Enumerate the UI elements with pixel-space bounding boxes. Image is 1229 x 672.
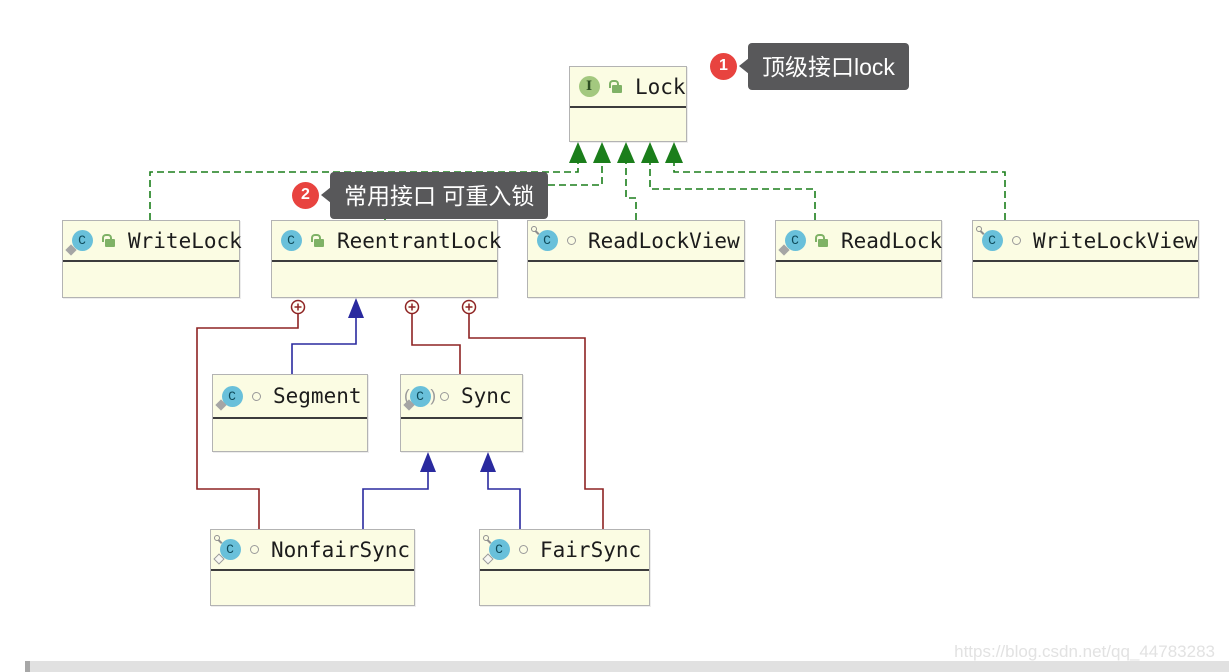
key-icon (531, 225, 541, 236)
abstract-static-class-icon: ( C ) (403, 385, 436, 411)
class-node-readlock[interactable]: C ReadLock (775, 220, 942, 298)
static-class-icon: C (215, 385, 243, 411)
extends-arrowheads (348, 298, 496, 472)
node-body (528, 262, 744, 297)
inner-class-anchor-icon (461, 299, 477, 315)
csdn-watermark: https://blog.csdn.net/qq_44783283 (954, 642, 1215, 661)
edge-fairsync-extends-sync[interactable] (487, 472, 521, 529)
package-private-visibility-icon (250, 545, 259, 554)
class-node-fairsync[interactable]: C FairSync (479, 529, 650, 606)
class-node-lock[interactable]: I Lock (569, 66, 687, 142)
callout-1-badge: 1 (710, 52, 737, 80)
node-body (973, 262, 1198, 297)
public-visibility-lock-icon (102, 233, 116, 248)
inner-class-anchor-icons (290, 299, 477, 315)
node-header: C Segment (213, 375, 367, 419)
class-name-label: NonfairSync (271, 537, 411, 562)
node-body (480, 571, 649, 605)
edge-inner-fairsync[interactable] (468, 314, 604, 529)
node-body (776, 262, 941, 297)
class-node-writelockview[interactable]: C WriteLockView (972, 220, 1199, 298)
class-name-label: Segment (273, 384, 362, 408)
node-header: C NonfairSync (211, 530, 414, 571)
edge-writelock-implements-lock[interactable] (149, 163, 579, 220)
static-class-icon: C (65, 230, 93, 256)
node-header: C ReadLockView (528, 221, 744, 262)
node-header: C FairSync (480, 530, 649, 571)
inner-class-anchor-icon (404, 299, 420, 315)
class-name-label: ReentrantLock (337, 228, 502, 253)
callout-1: 1 顶级接口lock (710, 42, 909, 90)
edge-readlock-implements-lock[interactable] (649, 163, 816, 220)
edge-inner-sync[interactable] (411, 314, 461, 374)
node-body (272, 262, 497, 297)
callout-2-badge: 2 (292, 181, 319, 209)
static-class-icon: C (482, 534, 510, 565)
edge-inner-nonfairsync[interactable] (196, 314, 299, 529)
class-name-label: ReadLockView (588, 228, 740, 253)
key-icon (214, 534, 224, 545)
callout-2-bubble: 常用接口 可重入锁 (320, 171, 549, 219)
package-private-visibility-icon (567, 236, 576, 245)
key-icon (483, 534, 493, 545)
package-private-visibility-icon (519, 545, 528, 554)
class-node-sync[interactable]: ( C ) Sync (400, 374, 523, 452)
node-header: I Lock (570, 67, 686, 108)
horizontal-scrollbar[interactable] (25, 661, 1229, 672)
node-body (213, 419, 367, 451)
node-header: ( C ) Sync (401, 375, 522, 419)
inner-class-anchor-icon (290, 299, 306, 315)
edge-readlockview-implements-lock[interactable] (625, 163, 637, 220)
node-body (401, 419, 522, 451)
edge-nonfairsync-extends-sync[interactable] (362, 472, 429, 529)
class-name-label: Lock (635, 74, 686, 99)
callout-1-bubble: 顶级接口lock (739, 42, 909, 90)
node-header: C ReentrantLock (272, 221, 501, 262)
class-name-label: WriteLockView (1033, 228, 1198, 253)
node-header: C WriteLockView (973, 221, 1198, 262)
node-body (570, 108, 686, 141)
package-private-visibility-icon (252, 391, 261, 401)
class-node-nonfairsync[interactable]: C NonfairSync (210, 529, 415, 606)
node-body (211, 571, 414, 605)
public-visibility-lock-icon (311, 233, 325, 248)
static-class-icon: C (778, 230, 806, 256)
class-icon: C (531, 225, 558, 252)
realization-arrowheads (569, 142, 683, 163)
node-body (63, 262, 239, 297)
class-node-readlockview[interactable]: C ReadLockView (527, 220, 745, 298)
class-name-label: Sync (461, 384, 512, 408)
class-icon: C (976, 225, 1003, 252)
class-name-label: FairSync (540, 537, 642, 562)
class-node-writelock[interactable]: C WriteLock (62, 220, 242, 298)
interface-icon: I (578, 76, 600, 98)
key-icon (976, 225, 986, 236)
static-class-icon: C (213, 534, 241, 565)
scrollbar-left-cap (25, 661, 30, 672)
public-visibility-lock-icon (815, 233, 829, 248)
node-header: C WriteLock (63, 221, 242, 262)
package-private-visibility-icon (1012, 236, 1021, 245)
callout-2: 2 常用接口 可重入锁 (292, 171, 549, 219)
package-private-visibility-icon (440, 391, 449, 401)
class-name-label: ReadLock (841, 228, 943, 253)
class-name-label: WriteLock (128, 228, 242, 253)
class-node-reentrantlock[interactable]: C ReentrantLock (271, 220, 501, 298)
public-visibility-lock-icon (609, 79, 623, 94)
node-header: C ReadLock (776, 221, 943, 262)
edge-writelockview-implements-lock[interactable] (673, 163, 1006, 220)
class-node-segment[interactable]: C Segment (212, 374, 368, 452)
edge-segment-extends-reentrantlock[interactable] (291, 318, 357, 374)
class-icon: C (280, 230, 302, 252)
